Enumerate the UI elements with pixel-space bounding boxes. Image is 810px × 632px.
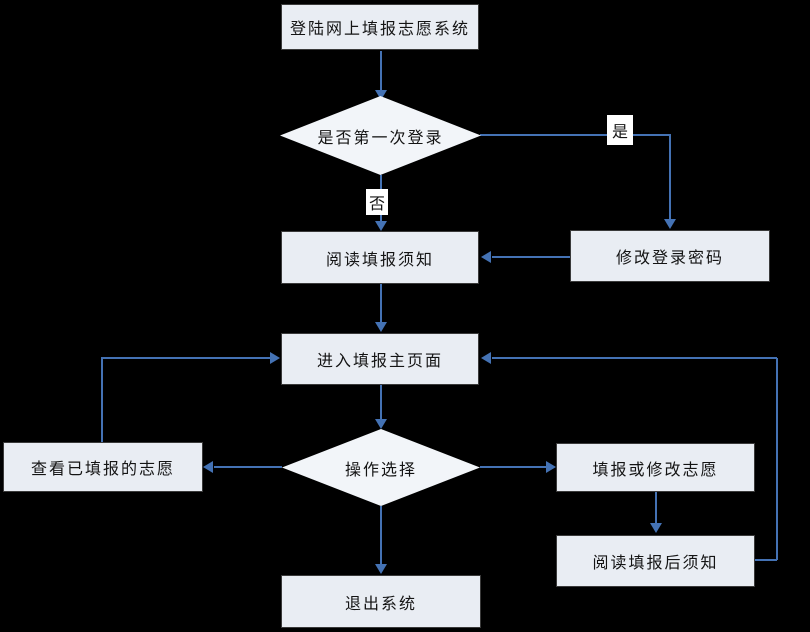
decision-first-login: 是否第一次登录 — [280, 96, 481, 175]
arrowhead-operation-to-fill — [546, 461, 556, 473]
decision-operation-select: 操作选择 — [282, 429, 480, 506]
arrowhead-password-to-read — [481, 251, 491, 263]
node-main-page: 进入填报主页面 — [281, 333, 479, 385]
decision-operation-select-label: 操作选择 — [344, 461, 417, 479]
edge-label-yes: 是 — [607, 115, 633, 145]
node-read-after: 阅读填报后须知 — [556, 535, 755, 587]
connector-readafter-to-mainpage-top — [492, 357, 777, 359]
connector-mainpage-to-operation — [380, 385, 382, 420]
connector-read-to-mainpage — [380, 284, 382, 323]
arrowhead-readafter-to-mainpage — [481, 352, 491, 364]
edge-label-no: 否 — [366, 189, 388, 215]
arrowhead-mainpage-to-operation — [375, 419, 387, 429]
node-fill-modify-label: 填报或修改志愿 — [592, 461, 719, 479]
connector-operation-to-view — [214, 466, 282, 468]
connector-fill-to-readafter — [655, 492, 657, 524]
arrowhead-fill-to-readafter — [650, 523, 662, 533]
connector-view-to-mainpage-horizontal — [101, 357, 270, 359]
node-view-submitted: 查看已填报的志愿 — [3, 442, 203, 492]
connector-login-to-decision — [380, 51, 382, 91]
node-login-system: 登陆网上填报志愿系统 — [281, 4, 479, 50]
arrowhead-login-to-decision — [375, 90, 387, 100]
node-exit-system-label: 退出系统 — [344, 595, 417, 613]
arrowhead-read-to-mainpage — [375, 322, 387, 332]
node-read-instructions-label: 阅读填报须知 — [325, 251, 434, 269]
node-change-password-label: 修改登录密码 — [615, 250, 724, 267]
connector-view-to-mainpage-vertical — [101, 358, 103, 442]
node-login-system-label: 登陆网上填报志愿系统 — [289, 21, 470, 38]
arrowhead-operation-to-exit — [375, 564, 387, 574]
connector-password-to-read — [492, 256, 570, 258]
node-main-page-label: 进入填报主页面 — [316, 353, 443, 370]
connector-readafter-to-mainpage-bottom — [755, 559, 777, 561]
decision-first-login-label: 是否第一次登录 — [317, 129, 444, 147]
node-view-submitted-label: 查看已填报的志愿 — [30, 461, 175, 478]
node-exit-system: 退出系统 — [281, 575, 481, 628]
connector-decision-yes-vertical — [669, 134, 671, 220]
arrowhead-operation-to-view — [203, 461, 213, 473]
connector-decision-yes-horizontal — [480, 134, 670, 136]
arrowhead-decision-yes-to-password — [664, 219, 676, 229]
arrowhead-decision-no-to-read — [375, 221, 387, 231]
node-fill-modify: 填报或修改志愿 — [556, 443, 755, 492]
connector-readafter-to-mainpage-vertical — [776, 358, 778, 560]
node-read-instructions: 阅读填报须知 — [281, 231, 479, 284]
node-change-password: 修改登录密码 — [570, 230, 770, 282]
node-read-after-label: 阅读填报后须知 — [592, 555, 719, 572]
connector-operation-to-exit — [380, 506, 382, 565]
connector-operation-to-fill — [480, 466, 546, 468]
arrowhead-view-to-mainpage — [270, 352, 280, 364]
